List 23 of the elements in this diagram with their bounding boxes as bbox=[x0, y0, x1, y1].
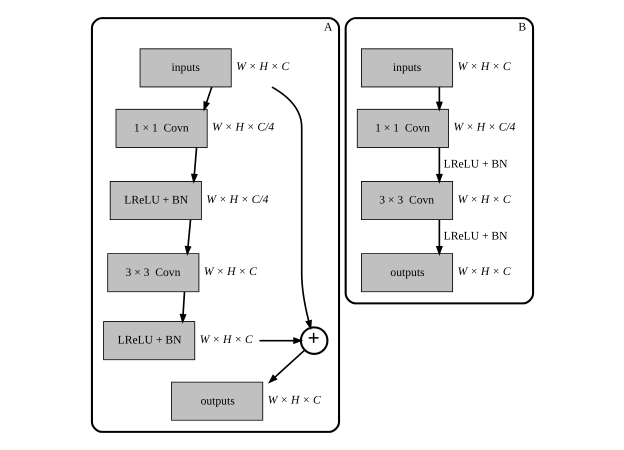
arrow bbox=[179, 292, 186, 324]
arrow bbox=[184, 220, 192, 256]
edge-label: LReLU + BN bbox=[443, 158, 508, 171]
node-label: W × H × C bbox=[236, 60, 289, 74]
arrow bbox=[271, 86, 312, 330]
arrow bbox=[435, 148, 442, 184]
arrow bbox=[435, 220, 442, 256]
node-label: W × H × C bbox=[203, 264, 256, 278]
arrow bbox=[258, 337, 303, 344]
arrow bbox=[267, 350, 305, 384]
node-label: W × H × C bbox=[457, 264, 510, 278]
node-label: W × H × C/4 bbox=[212, 120, 274, 134]
node-label: W × H × C bbox=[199, 332, 252, 346]
node-label: W × H × C/4 bbox=[452, 120, 515, 134]
arrow bbox=[202, 86, 212, 112]
node-circle: + bbox=[299, 326, 328, 355]
arrow bbox=[435, 87, 442, 112]
node-label: W × H × C bbox=[267, 393, 320, 406]
arrow bbox=[190, 148, 198, 184]
node-label: W × H × C bbox=[457, 60, 510, 74]
edge-label: LReLU + BN bbox=[443, 230, 508, 243]
node-label: W × H × C bbox=[457, 192, 510, 206]
node-label: W × H × C/4 bbox=[206, 192, 268, 206]
